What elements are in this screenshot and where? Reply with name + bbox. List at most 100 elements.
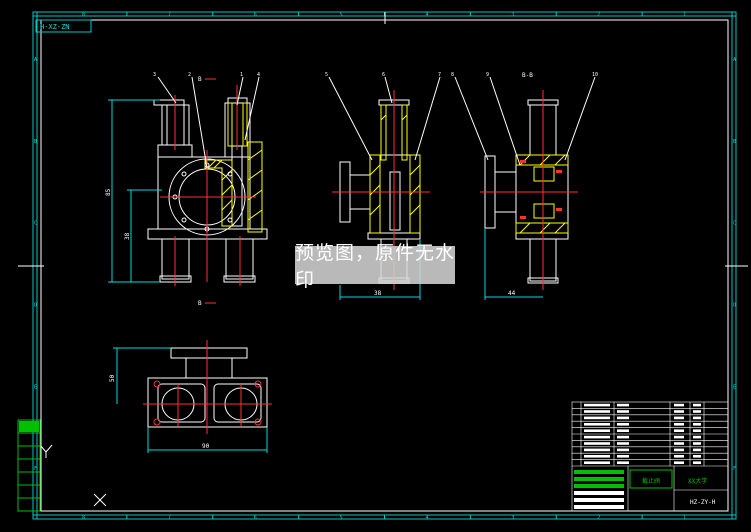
hatch-line — [539, 222, 551, 234]
zone-column-label: 7 — [168, 12, 171, 18]
hatch-line — [554, 154, 566, 166]
balloon-section-3: 10 — [592, 72, 598, 78]
sign-cell — [574, 498, 624, 502]
zone-row-label: A — [34, 57, 37, 63]
section-port — [533, 166, 555, 182]
hatch-line — [247, 189, 263, 201]
leader — [157, 76, 177, 104]
leader — [328, 76, 373, 161]
zone-column-label: 3 — [511, 12, 514, 18]
parts-list-cell — [674, 455, 684, 458]
parts-list-cell — [584, 410, 610, 413]
section-hatch-band — [515, 154, 569, 234]
dim-plan-height: 50 — [109, 374, 116, 382]
section-mark: B-B — [522, 72, 533, 79]
title-block — [571, 401, 729, 512]
parts-list-rows — [572, 408, 728, 467]
front-hatch-band — [247, 141, 263, 233]
zone-column-label: 8 — [82, 515, 85, 521]
zone-row-label: C — [34, 221, 37, 227]
section-leaders — [454, 76, 596, 166]
parts-list-cell — [584, 448, 610, 452]
parts-list-cell — [584, 429, 610, 432]
plan-holes — [153, 380, 262, 426]
dim-side-width: 38 — [374, 290, 382, 297]
corner-hole — [153, 418, 161, 426]
parts-list-cell — [617, 442, 629, 445]
parts-list-cell — [617, 455, 629, 458]
parts-list-cell — [674, 416, 684, 420]
front-hatch-pipe — [227, 102, 248, 147]
front-centerlines — [160, 85, 256, 286]
balloon-front-1: 3 — [153, 72, 156, 78]
section-bolts — [520, 160, 562, 219]
parts-list-cell — [617, 435, 629, 439]
front-hatch — [204, 102, 263, 233]
leader — [489, 76, 521, 166]
zone-column-label: 8 — [82, 12, 85, 18]
preview-watermark: 预览图，原件无水印 — [295, 242, 456, 291]
bolt — [556, 170, 562, 173]
parts-list-cell — [693, 423, 701, 426]
hatch-line — [409, 184, 421, 196]
code-stamp: H-XZ-ZN — [40, 23, 70, 31]
corner-hole — [254, 418, 262, 426]
parts-list-cell — [584, 423, 610, 426]
side-strip — [17, 419, 41, 512]
dim-plan-width: 90 — [202, 443, 210, 450]
side-hatch — [369, 104, 421, 234]
view-label-b-bottom: B — [198, 300, 202, 307]
hatch-line — [409, 164, 421, 176]
zone-row-label: E — [733, 384, 736, 390]
parts-list-cell — [617, 461, 629, 464]
origin-cross-icon — [93, 493, 107, 507]
zone-column-label: 1 — [683, 515, 686, 521]
balloon-front-3: 1 — [240, 72, 243, 78]
zone-row-label: E — [34, 384, 37, 390]
plan-dims — [113, 347, 268, 453]
parts-list-cell — [674, 448, 684, 452]
zone-column-label: 5 — [340, 12, 343, 18]
parts-list-cells — [574, 403, 701, 509]
parts-list-cell — [693, 442, 701, 445]
hatch-line — [369, 164, 381, 176]
code-stamp-box — [35, 19, 92, 33]
title-part-name: 截止阀 — [642, 477, 660, 485]
parts-list-cell — [674, 429, 684, 432]
title-block-frame — [571, 401, 729, 512]
parts-list-cell — [674, 423, 684, 426]
side-hatch-band — [369, 154, 421, 234]
hatch-line — [247, 169, 263, 181]
bolt-hole — [227, 217, 233, 223]
parts-list-cell — [584, 442, 610, 445]
zone-column-label: 2 — [597, 515, 600, 521]
dim-section-width: 44 — [508, 290, 516, 297]
zone-row-label: A — [733, 57, 736, 63]
zone-column-label: 3 — [511, 515, 514, 521]
leader — [236, 76, 244, 106]
side-strip-fill — [19, 421, 39, 432]
zone-column-label: 2 — [597, 12, 600, 18]
hatch-line — [213, 159, 223, 169]
section-base — [515, 232, 569, 240]
hatch-line — [221, 184, 233, 196]
bolt — [556, 208, 562, 211]
parts-list-cell — [584, 461, 610, 464]
leader — [191, 76, 208, 169]
front-body — [157, 156, 251, 230]
balloon-front-4: 4 — [257, 72, 260, 78]
parts-list-cell — [693, 410, 701, 413]
hatch-line — [247, 149, 263, 161]
sign-cell — [574, 484, 624, 488]
zone-column-label: 1 — [683, 12, 686, 18]
parts-list-cell — [693, 448, 701, 452]
side-body — [369, 154, 421, 234]
sign-cell — [574, 477, 624, 481]
parts-list-cell — [617, 448, 629, 452]
zone-column-label: 6 — [254, 515, 257, 521]
section-hatch — [515, 154, 569, 234]
sign-cell — [574, 470, 624, 474]
title-name-cell — [629, 469, 673, 489]
